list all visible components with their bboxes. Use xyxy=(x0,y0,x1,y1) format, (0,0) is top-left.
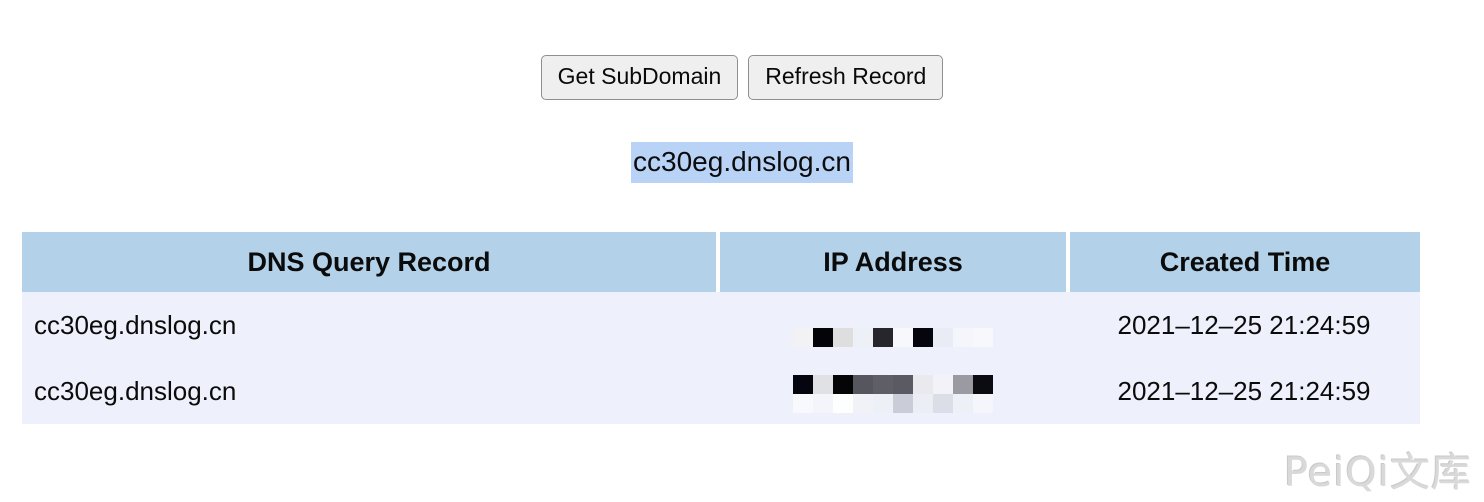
page-watermark: PeiQi文库 xyxy=(1283,450,1472,496)
column-header-dns-query-record: DNS Query Record xyxy=(22,232,720,292)
subdomain-container: cc30eg.dnslog.cn xyxy=(0,142,1484,183)
table-row: cc30eg.dnslog.cn 2021–12–25 21:24:59 xyxy=(22,358,1420,424)
cell-created-time: 2021–12–25 21:24:59 xyxy=(1068,292,1420,358)
table-header-row: DNS Query Record IP Address Created Time xyxy=(22,232,1420,292)
dns-records-table: DNS Query Record IP Address Created Time… xyxy=(22,232,1420,424)
cell-created-time: 2021–12–25 21:24:59 xyxy=(1068,358,1420,424)
table-body: cc30eg.dnslog.cn 2021–12–25 21:24:59 cc3… xyxy=(22,292,1420,424)
cell-ip-address xyxy=(718,292,1068,358)
column-header-ip-address: IP Address xyxy=(718,232,1070,292)
cell-dns-query-record: cc30eg.dnslog.cn xyxy=(22,358,718,424)
table-header: DNS Query Record IP Address Created Time xyxy=(22,232,1420,292)
column-header-created-time: Created Time xyxy=(1068,232,1420,292)
get-subdomain-button[interactable]: Get SubDomain xyxy=(540,55,739,100)
table-row: cc30eg.dnslog.cn 2021–12–25 21:24:59 xyxy=(22,292,1420,358)
cell-ip-address xyxy=(718,358,1068,424)
generated-subdomain-text[interactable]: cc30eg.dnslog.cn xyxy=(631,142,853,183)
refresh-record-button[interactable]: Refresh Record xyxy=(748,55,944,100)
cell-dns-query-record: cc30eg.dnslog.cn xyxy=(22,292,718,358)
redacted-ip-mosaic xyxy=(793,374,993,413)
redacted-ip-mosaic xyxy=(793,327,993,347)
action-toolbar: Get SubDomain Refresh Record xyxy=(0,55,1484,100)
